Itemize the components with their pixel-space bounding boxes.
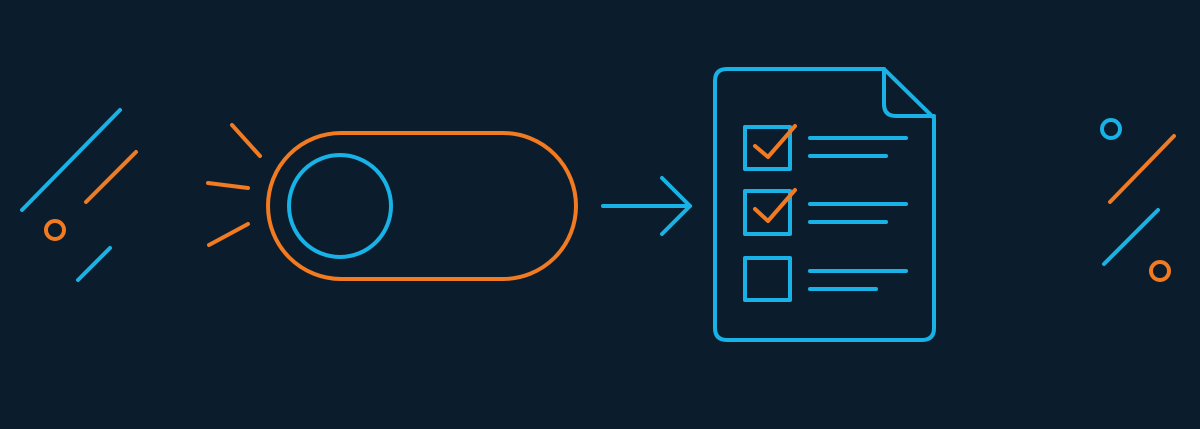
toggle-track	[266, 131, 578, 281]
burst-lines	[206, 123, 262, 247]
burst-line-middle	[206, 181, 250, 190]
decoration-line-orange-right	[1108, 134, 1176, 204]
decoration-line-orange	[84, 150, 138, 204]
checkbox-1	[743, 125, 792, 171]
checkbox-2	[743, 189, 792, 236]
decoration-circle-orange-right	[1149, 260, 1171, 282]
decoration-line-blue-long	[20, 108, 122, 212]
decoration-left	[20, 108, 138, 282]
arrow-head	[660, 176, 692, 236]
checkmark-2	[753, 188, 797, 223]
document-fold	[882, 67, 936, 118]
decoration-circle-blue	[1100, 118, 1122, 140]
toggle-switch-icon	[266, 131, 578, 281]
burst-line-top	[230, 123, 262, 158]
toggle-knob	[287, 153, 393, 259]
decoration-line-blue-short	[76, 246, 112, 282]
checkmark-1	[753, 124, 797, 159]
document-checklist-icon	[713, 67, 936, 342]
checkbox-3	[743, 256, 792, 302]
arrow-right-icon	[601, 176, 692, 236]
document-outline	[713, 67, 936, 342]
burst-line-bottom	[207, 222, 250, 247]
decoration-circle-orange	[44, 219, 66, 241]
decoration-line-blue-right	[1102, 208, 1160, 266]
decoration-right	[1100, 118, 1176, 282]
